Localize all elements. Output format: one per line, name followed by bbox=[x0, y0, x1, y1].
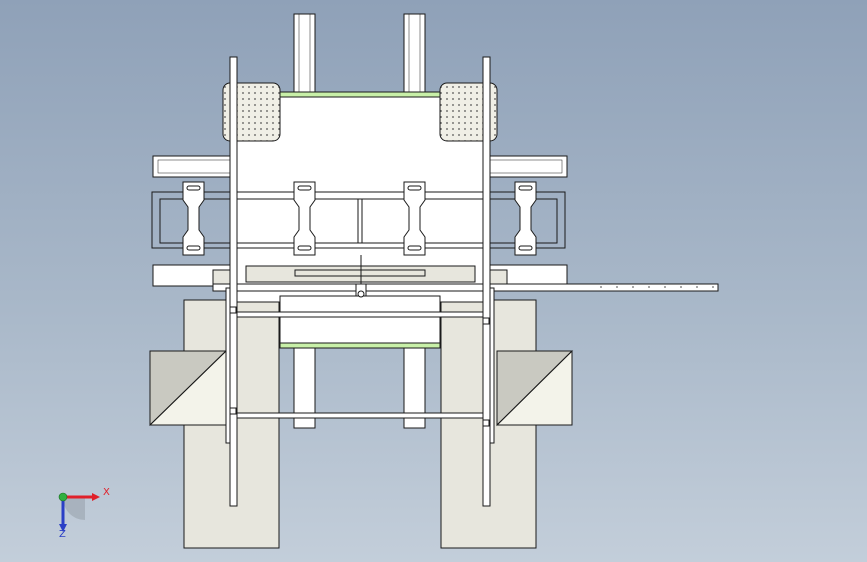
tie-bar-lower bbox=[232, 412, 488, 419]
axis-x-label: X bbox=[103, 487, 110, 498]
vertical-post-left bbox=[229, 56, 238, 507]
mesh-cage-frame bbox=[151, 191, 566, 249]
upper-column-left bbox=[293, 13, 316, 93]
crossbar-upper-right bbox=[486, 155, 568, 178]
crossbar-upper-left bbox=[152, 155, 234, 178]
slider-rail bbox=[212, 283, 719, 292]
axis-y-dot bbox=[58, 492, 68, 502]
vertical-post-right bbox=[482, 56, 491, 507]
clamp-2 bbox=[293, 181, 316, 256]
clamp-4 bbox=[514, 181, 537, 256]
tie-bar-upper bbox=[232, 311, 488, 318]
clamp-1 bbox=[182, 181, 205, 256]
coordinate-triad bbox=[58, 492, 100, 532]
upper-column-right bbox=[403, 13, 426, 93]
axis-z-label: Z bbox=[59, 529, 66, 540]
clamp-3 bbox=[403, 181, 426, 256]
lower-carriage bbox=[279, 295, 441, 347]
